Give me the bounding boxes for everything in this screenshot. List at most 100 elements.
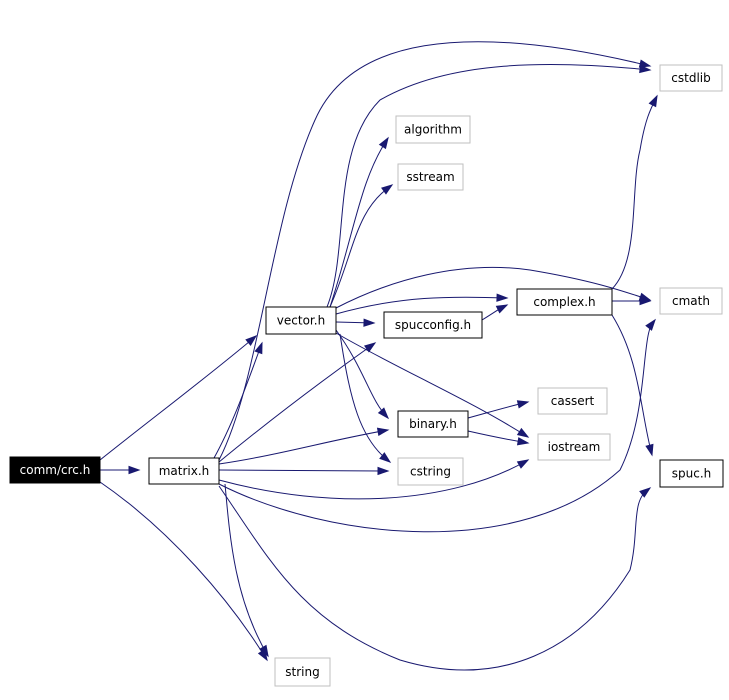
edge-line xyxy=(326,63,651,308)
edge-matrix-to-spuc xyxy=(218,485,652,671)
node-label: cstdlib xyxy=(671,71,710,85)
arrowhead-icon xyxy=(516,427,530,438)
edge-line xyxy=(611,95,658,290)
node-box xyxy=(383,311,483,339)
arrowhead-icon xyxy=(495,304,509,314)
edge-line xyxy=(335,329,389,419)
edge-vector-to-spucconfig xyxy=(335,318,376,327)
arrowhead-icon xyxy=(639,487,652,498)
edge-line xyxy=(218,469,389,472)
edge-binary-to-cassert xyxy=(467,400,530,419)
edge-complex-to-cmath xyxy=(612,296,652,306)
node-box xyxy=(659,287,723,315)
edge-matrix-to-iostream xyxy=(218,459,530,500)
arrowhead-icon xyxy=(645,443,654,457)
arrowhead-icon xyxy=(376,427,390,436)
node-complex[interactable]: complex.h xyxy=(516,288,613,316)
edge-line xyxy=(213,342,263,459)
arrowhead-icon xyxy=(638,59,652,68)
arrowhead-icon xyxy=(377,407,390,420)
arrowhead-icon xyxy=(648,94,658,108)
edge-line xyxy=(611,314,653,456)
edge-vector-to-sstream xyxy=(329,184,394,308)
arrowhead-icon xyxy=(254,341,263,355)
edge-complex-to-cstdlib xyxy=(611,94,658,290)
edge-line xyxy=(329,137,389,308)
arrowhead-icon xyxy=(379,452,392,463)
arrowhead-icon xyxy=(128,465,141,475)
node-box xyxy=(516,288,613,316)
node-label: sstream xyxy=(406,170,454,184)
arrowhead-icon xyxy=(645,318,656,331)
node-label: spuc.h xyxy=(672,467,712,481)
edge-matrix-to-vector xyxy=(213,341,263,459)
edge-crc-to-string xyxy=(99,481,268,662)
arrowhead-icon xyxy=(496,293,509,302)
arrowhead-icon xyxy=(378,136,389,150)
edge-vector-to-iostream xyxy=(335,332,530,438)
edge-line xyxy=(99,335,257,461)
edge-line xyxy=(99,481,268,661)
node-binary[interactable]: binary.h xyxy=(397,410,469,438)
node-label: cstring xyxy=(410,465,451,479)
node-cstdlib: cstdlib xyxy=(659,64,723,92)
arrowhead-icon xyxy=(639,296,652,306)
edge-vector-to-complex xyxy=(335,293,509,315)
edge-line xyxy=(224,483,269,657)
node-algorithm: algorithm xyxy=(395,115,471,144)
node-box xyxy=(659,64,723,92)
edges-layer xyxy=(99,41,658,671)
node-label: cmath xyxy=(672,294,710,308)
node-label: binary.h xyxy=(409,417,457,431)
node-label: complex.h xyxy=(533,295,595,309)
node-box xyxy=(395,115,471,144)
arrowhead-icon xyxy=(516,459,530,469)
node-label: comm/crc.h xyxy=(20,463,91,477)
edge-spucconfig-to-complex xyxy=(481,304,509,321)
node-label: algorithm xyxy=(404,123,462,137)
node-box xyxy=(397,410,469,438)
arrowhead-icon xyxy=(364,342,377,353)
arrowhead-icon xyxy=(516,437,530,446)
edge-line xyxy=(329,184,393,308)
edge-crc-to-matrix xyxy=(100,465,141,475)
edge-line xyxy=(335,266,651,309)
arrowhead-icon xyxy=(377,466,390,476)
edge-binary-to-iostream xyxy=(467,430,530,446)
edge-line xyxy=(218,41,651,461)
edge-matrix-to-cstring xyxy=(218,466,390,476)
node-cstring: cstring xyxy=(397,457,464,486)
edge-line xyxy=(339,333,391,463)
edge-line xyxy=(218,459,529,500)
node-box xyxy=(537,433,611,461)
edge-matrix-to-cstdlib xyxy=(218,41,652,461)
node-label: iostream xyxy=(548,440,601,454)
node-spucconfig[interactable]: spucconfig.h xyxy=(383,311,483,339)
edge-vector-to-cstring xyxy=(339,333,392,463)
node-box xyxy=(148,457,220,485)
node-box xyxy=(397,457,464,486)
node-cassert: cassert xyxy=(537,387,608,415)
edge-complex-to-spuc xyxy=(611,314,654,457)
edge-line xyxy=(218,485,651,671)
edge-line xyxy=(335,296,508,315)
node-vector[interactable]: vector.h xyxy=(265,306,337,335)
edge-matrix-to-spucconfig xyxy=(218,342,377,463)
edge-vector-to-algorithm xyxy=(329,136,389,308)
node-sstream: sstream xyxy=(397,163,464,191)
edge-line xyxy=(218,429,389,465)
node-label: matrix.h xyxy=(159,464,210,478)
node-label: vector.h xyxy=(277,314,325,328)
node-label: spucconfig.h xyxy=(395,318,471,332)
node-box xyxy=(537,387,608,415)
arrowhead-icon xyxy=(381,184,394,195)
arrowhead-icon xyxy=(639,64,652,74)
edge-matrix-to-binary xyxy=(218,427,390,465)
node-matrix[interactable]: matrix.h xyxy=(148,457,220,485)
arrowhead-icon xyxy=(516,400,530,409)
edge-line xyxy=(335,332,529,438)
node-label: cassert xyxy=(551,394,595,408)
node-crc[interactable]: comm/crc.h xyxy=(9,456,101,484)
node-label: string xyxy=(285,665,319,679)
node-spuc[interactable]: spuc.h xyxy=(659,459,724,488)
